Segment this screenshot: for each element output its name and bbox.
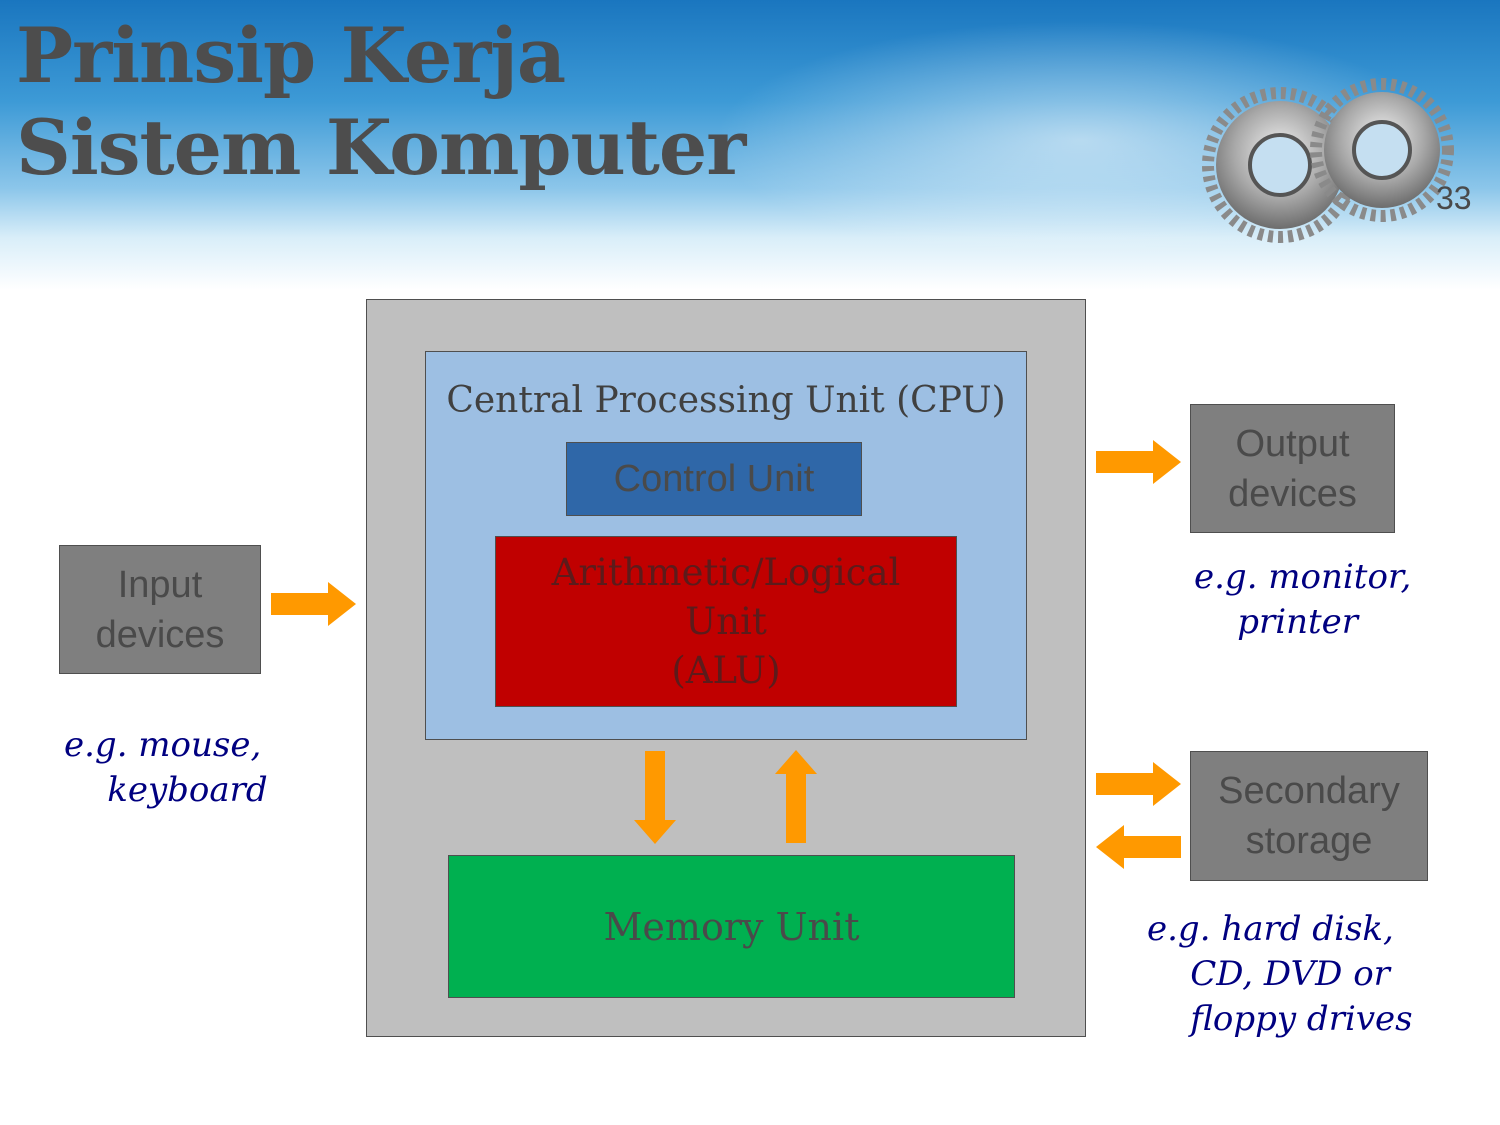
title-line-1: Prinsip Kerja [16,11,566,100]
storage-label-line-2: storage [1245,820,1373,862]
input-example: e.g. mouse, keyboard [64,725,268,810]
gears-image [1202,78,1454,243]
memory-unit-box: Memory Unit [448,855,1015,998]
alu-label: Arithmetic/Logical Unit (ALU) [551,551,901,692]
output-label-line-2: devices [1228,472,1357,515]
arrow-system-to-output [1096,440,1181,484]
slide-title: Prinsip Kerja Sistem Komputer [16,10,746,194]
control-unit-label: Control Unit [613,458,815,500]
input-devices-box: Input devices [59,545,261,674]
storage-example: e.g. hard disk, CD, DVD or floppy drives [1147,909,1413,1039]
input-label-line-1: Input [117,563,203,606]
arrow-memory-to-cpu [775,750,817,843]
memory-unit-label: Memory Unit [603,904,860,949]
storage-label-line-1: Secondary [1218,770,1400,812]
output-devices-box: Output devices [1190,404,1395,533]
cpu-label: Central Processing Unit (CPU) [446,380,1006,421]
arrow-input-to-system [271,582,356,626]
gear-right-icon [1310,78,1454,222]
arrow-storage-to-system [1096,825,1181,869]
input-label-line-2: devices [95,613,225,656]
slide-number: 33 [1436,180,1472,216]
control-unit-box: Control Unit [566,442,862,516]
arrow-cpu-to-memory [634,751,676,844]
title-line-2: Sistem Komputer [16,103,746,192]
arrow-system-to-storage [1096,762,1181,806]
output-example: e.g. monitor, printer [1194,557,1412,642]
secondary-storage-box: Secondary storage [1190,751,1428,881]
output-label-line-1: Output [1235,422,1350,465]
alu-box: Arithmetic/Logical Unit (ALU) [495,536,957,707]
